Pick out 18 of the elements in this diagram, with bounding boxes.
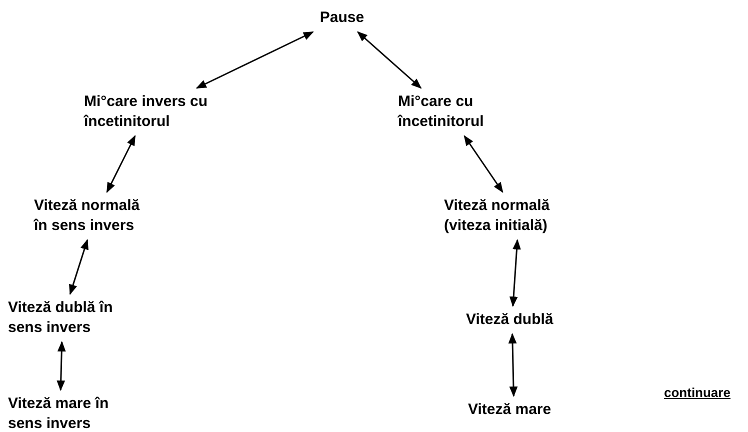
mode-label: Mi°care invers cu încetinitorul [84,92,210,132]
mode-label: Viteză dublă [466,310,558,330]
link-label: continuare [664,384,730,402]
double-arrow [106,135,136,193]
double-arrow [196,31,314,89]
mode-label: Viteză normală în sens invers [34,196,156,236]
mode-label: Mi°care cu încetinitorul [398,92,498,132]
mode-label: Viteză dublă în sens invers [8,298,117,338]
double-arrow [464,135,504,193]
mode-label: Viteză mare [468,400,560,420]
mode-label: Viteză mare în sens invers [8,394,112,432]
double-arrow [56,340,66,392]
double-arrow [69,239,88,295]
double-arrow [509,238,521,308]
mode-label: Pause [311,8,373,28]
double-arrow [357,31,422,89]
double-arrow [508,332,518,398]
mode-label: Viteză normală (viteza initială) [444,196,594,236]
